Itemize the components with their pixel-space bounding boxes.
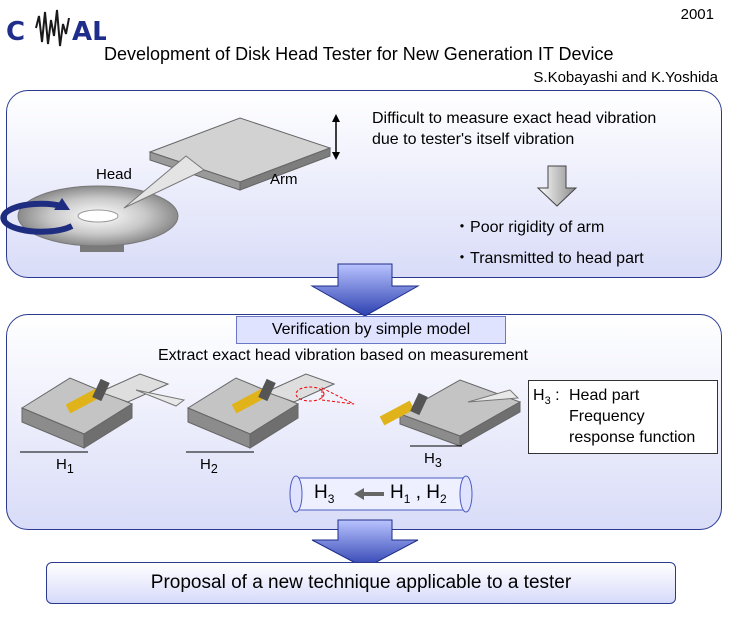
problem-line-1: Difficult to measure exact head vibratio…: [372, 110, 657, 127]
h-symbol: H: [200, 456, 211, 473]
verification-label: Verification by simple model: [236, 316, 506, 344]
label-h3: H3: [424, 450, 442, 470]
h3-desc-2: Frequency: [569, 408, 645, 425]
formula-h1-h2: H1 , H2: [390, 482, 447, 506]
proposal-box: Proposal of a new technique applicable t…: [46, 562, 676, 604]
h3-subscript: 3: [327, 491, 335, 506]
label-h1: H1: [56, 456, 74, 476]
bullet-1: ・Poor rigidity of arm: [454, 213, 604, 237]
label-head: Head: [96, 166, 132, 183]
h3-definition-box: H3 : Head part Frequency response functi…: [528, 380, 718, 454]
colon: :: [555, 387, 560, 404]
h-symbol: H: [56, 456, 67, 473]
extract-text: Extract exact head vibration based on me…: [158, 347, 528, 364]
blue-down-arrow-1: [310, 263, 420, 317]
arm-drawing: [123, 114, 340, 209]
model-h3-drawing: [379, 379, 522, 447]
authors: S.Kobayashi and K.Yoshida: [533, 69, 718, 86]
h3-desc-3: response function: [569, 429, 696, 446]
bullet-marker: ・: [454, 219, 471, 236]
h-symbol: H: [390, 482, 404, 503]
year-label: 2001: [680, 6, 714, 23]
h1-subscript: 1: [66, 462, 74, 476]
scroll-banner: [289, 475, 473, 513]
model-h1-drawing: [20, 373, 186, 453]
formula-h3: H3: [314, 482, 334, 506]
label-arm: Arm: [270, 171, 298, 188]
bullet-2-text: Transmitted to head part: [470, 250, 644, 267]
h2-subscript: 2: [440, 491, 447, 506]
h-symbol: H: [533, 387, 545, 404]
problem-line-2: due to tester's itself vibration: [372, 131, 575, 148]
bullet-1-text: Poor rigidity of arm: [470, 219, 605, 236]
blue-down-arrow-2: [311, 519, 419, 569]
h3-subscript: 3: [434, 456, 442, 470]
h-symbol: H: [426, 482, 440, 503]
disk-drawing: [0, 185, 179, 252]
h-symbol: H: [314, 482, 328, 503]
model-h2-drawing: [186, 373, 355, 453]
h1-subscript: 1: [403, 491, 411, 506]
bullet-marker: ・: [454, 250, 471, 267]
page-title: Development of Disk Head Tester for New …: [104, 44, 614, 64]
h2-subscript: 2: [210, 462, 218, 476]
comma: ,: [415, 482, 421, 503]
h3-desc-1: Head part: [569, 387, 640, 404]
gray-down-arrow: [536, 165, 578, 207]
problem-panel: [6, 90, 722, 278]
h3-subscript: 3: [544, 395, 551, 408]
bullet-2: ・Transmitted to head part: [454, 244, 644, 268]
label-h2: H2: [200, 456, 218, 476]
h-symbol: H: [424, 450, 435, 467]
h3-symbol: H3 :: [533, 387, 560, 407]
